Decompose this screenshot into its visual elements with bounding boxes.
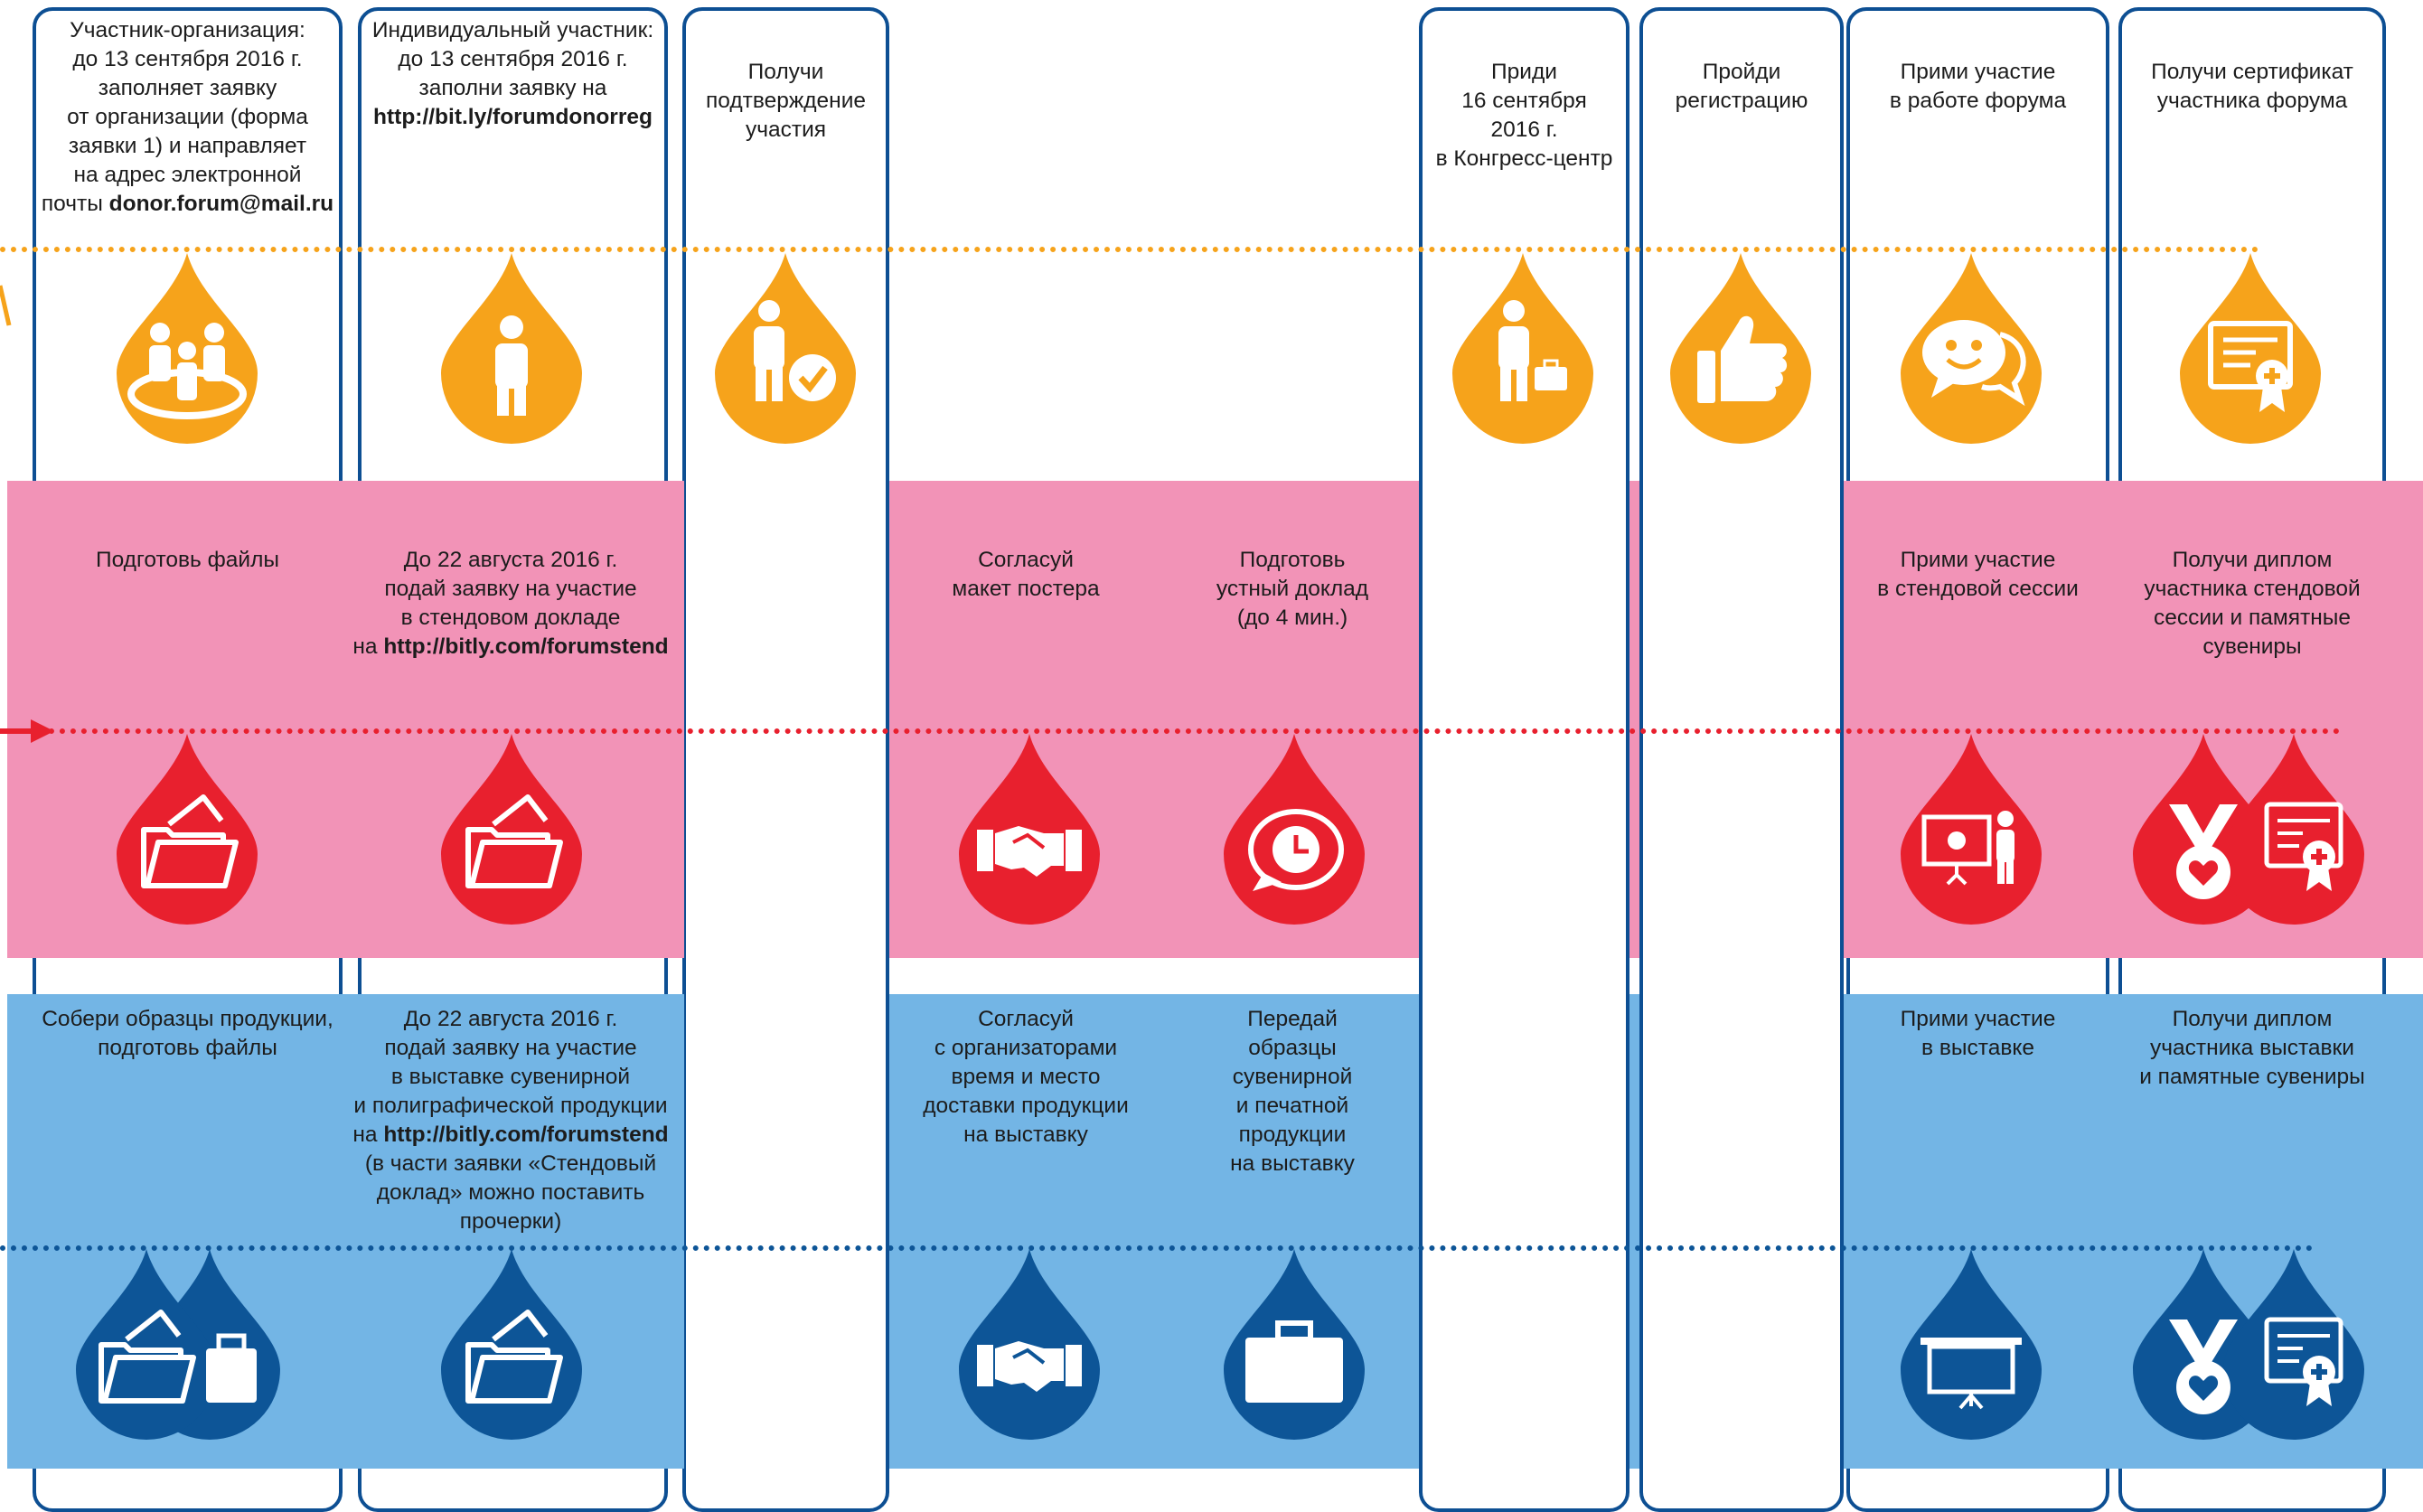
red-arrow-icon — [0, 719, 54, 743]
step-organization-text: Участник-организация: до 13 сентября 201… — [41, 18, 334, 216]
thumbs-up-icon — [1670, 253, 1811, 444]
blue-timeline — [0, 1245, 2314, 1251]
person-icon — [441, 253, 582, 444]
poster-diploma-text: Получи диплом участника стендовой сессии… — [2144, 548, 2361, 659]
step-registration-text: Пройди регистрацию — [1675, 60, 1808, 113]
col-edge — [2382, 958, 2386, 994]
person-briefcase-icon — [1452, 253, 1593, 444]
poster-prepare-files-text: Подготовь файлы — [95, 548, 279, 572]
exhibit-deliver-text: Передай образцы сувенирной и печатной пр… — [1230, 1007, 1355, 1176]
col-edge — [664, 958, 668, 994]
step-confirmation-text: Получи подтверждение участия — [705, 60, 866, 142]
registration-link[interactable]: http://bit.ly/forumdonorreg — [373, 105, 653, 129]
certificate-icon — [2180, 253, 2321, 444]
col-edge — [33, 958, 36, 994]
folder-briefcase-icon — [76, 1249, 280, 1440]
folder-icon — [441, 1249, 582, 1440]
presentation-icon — [1901, 734, 2042, 925]
poster-apply-text: До 22 августа 2016 г. подай заявку на уч… — [352, 548, 669, 659]
exhibit-collect-text: Собери образцы продукции, подготовь файл… — [42, 1007, 333, 1060]
poster-session-text: Прими участие в стендовой сессии — [1877, 548, 2079, 601]
folder-icon — [441, 734, 582, 925]
poster-oral-report-text: Подготовь устный доклад (до 4 мин.) — [1216, 548, 1369, 630]
group-of-people-icon — [117, 253, 258, 444]
briefcase-icon — [1224, 1249, 1365, 1440]
col-edge — [339, 958, 343, 994]
exhibit-apply-text: До 22 августа 2016 г. подай заявку на уч… — [352, 1007, 669, 1234]
col-edge — [2106, 958, 2109, 994]
handshake-icon — [959, 734, 1100, 925]
step-arrive-text: Приди 16 сентября 2016 г. в Конгресс-цен… — [1435, 60, 1613, 171]
orange-timeline — [0, 247, 2259, 252]
column-arrive — [1419, 7, 1629, 1512]
chat-smile-icon — [1901, 253, 2042, 444]
poster-link[interactable]: http://bitly.com/forumstend — [383, 634, 669, 659]
col-edge — [1846, 958, 1850, 994]
projector-screen-icon — [1901, 1249, 2042, 1440]
step-participate-text: Прими участие в работе форума — [1889, 60, 2067, 113]
col-edge — [2118, 958, 2122, 994]
step-individual-text: Индивидуальный участник: до 13 сентября … — [371, 18, 654, 129]
medal-certificate-icon — [2133, 734, 2364, 925]
folder-icon — [117, 734, 258, 925]
col-edge — [358, 958, 362, 994]
orange-arrow-icon — [0, 285, 12, 326]
column-registration — [1639, 7, 1844, 1512]
medal-certificate-icon — [2133, 1249, 2364, 1440]
red-timeline — [27, 728, 2341, 734]
email-link[interactable]: donor.forum@mail.ru — [108, 192, 334, 216]
pink-band-gap — [1629, 481, 1639, 958]
exhibit-participate-text: Прими участие в выставке — [1900, 1007, 2056, 1060]
exhibit-agree-text: Согласуй с организаторами время и место … — [923, 1007, 1129, 1147]
poster-layout-text: Согласуй макет постера — [952, 548, 1100, 601]
step-certificate-text: Получи сертификат участника форума — [2151, 60, 2353, 113]
column-confirmation — [682, 7, 889, 1512]
blue-band-gap — [1629, 994, 1639, 1469]
exhibit-link[interactable]: http://bitly.com/forumstend — [383, 1122, 669, 1147]
person-check-icon — [715, 253, 856, 444]
speech-clock-icon — [1224, 734, 1365, 925]
handshake-icon — [959, 1249, 1100, 1440]
exhibit-diploma-text: Получи диплом участника выставки и памят… — [2139, 1007, 2365, 1089]
